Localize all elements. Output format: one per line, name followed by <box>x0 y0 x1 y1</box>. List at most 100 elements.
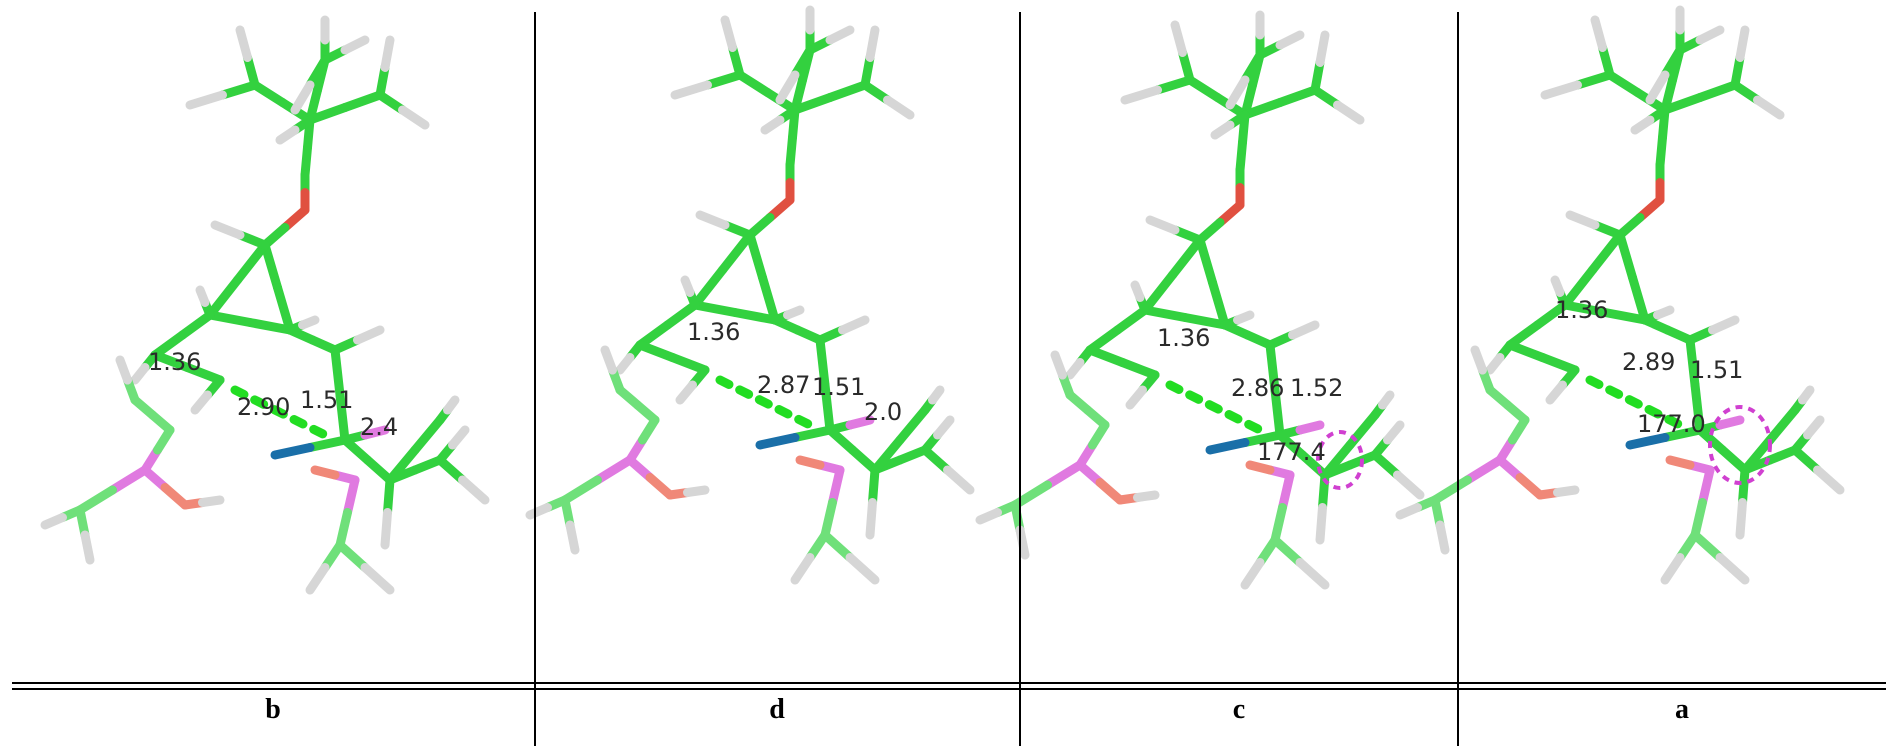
bond-stick <box>820 380 835 435</box>
bond-stick <box>1210 120 1235 140</box>
bond-stick <box>150 330 187 360</box>
bond-stick <box>218 80 260 100</box>
bond-stick <box>1655 133 1667 170</box>
bond-stick <box>1270 385 1285 440</box>
bond-stick <box>730 308 780 325</box>
bond-stick <box>1735 25 1750 62</box>
bond-stick <box>335 540 370 572</box>
bond-stick <box>245 318 295 335</box>
bond-stick <box>448 425 470 450</box>
molecule-panel-d <box>525 5 975 585</box>
bond-stick <box>115 355 132 385</box>
bond-stick <box>1435 520 1450 555</box>
bond-stick <box>1133 490 1160 502</box>
bond-stick <box>1665 455 1695 470</box>
bond-stick <box>635 320 672 350</box>
bond-stick <box>695 210 730 230</box>
bond-stick <box>1695 80 1740 102</box>
bond-stick <box>198 495 225 507</box>
bond-stick <box>1803 415 1825 440</box>
bond-stick <box>1043 460 1085 490</box>
bond-stick <box>1695 25 1725 45</box>
bond-stick <box>1140 305 1190 322</box>
bond-stick <box>1600 308 1650 325</box>
bond-stick <box>1753 95 1785 120</box>
bond-stick <box>1628 273 1650 325</box>
bond-stick <box>680 275 695 297</box>
bond-stick <box>865 498 877 540</box>
bond-stick <box>593 455 635 485</box>
bond-stick <box>1718 445 1750 475</box>
bond-stick <box>210 220 245 240</box>
bond-stick <box>600 345 617 375</box>
bond-stick <box>720 15 737 52</box>
bond-stick <box>190 390 212 415</box>
bond-stick <box>75 485 117 515</box>
bond-stick <box>150 350 192 372</box>
bond-stick <box>1295 420 1325 435</box>
bond-stick <box>1130 280 1145 302</box>
bond-stick <box>1690 530 1725 562</box>
bond-stick <box>1463 455 1505 485</box>
bond-stick <box>1370 450 1402 480</box>
bond-stick <box>928 385 945 405</box>
bond-stick <box>1660 45 1685 80</box>
molecule-panel-a <box>1395 5 1845 585</box>
bond-stick <box>1645 70 1670 105</box>
molecule-panel-c <box>975 10 1425 590</box>
bond-stick <box>1315 30 1330 67</box>
bond-stick <box>845 415 875 430</box>
bond-stick <box>1765 405 1800 445</box>
bond-stick <box>670 80 712 100</box>
distance-label: 2.0 <box>864 398 902 426</box>
bond-stick <box>820 530 855 562</box>
bond-stick <box>1790 445 1822 475</box>
bond-stick <box>825 25 855 45</box>
bond-stick <box>1140 270 1177 315</box>
bond-stick <box>825 80 870 102</box>
bond-stick <box>663 300 700 330</box>
bond-stick <box>335 508 352 550</box>
bond-stick <box>565 520 580 555</box>
bond-stick <box>343 475 360 517</box>
bond-stick <box>1085 345 1127 367</box>
bond-stick <box>820 498 837 540</box>
bond-stick <box>1310 58 1325 95</box>
bond-stick <box>300 143 312 180</box>
bond-stick <box>235 25 252 62</box>
bond-stick <box>305 103 350 125</box>
bond-stick <box>848 445 880 475</box>
bond-stick <box>1660 425 1705 442</box>
bond-stick <box>383 475 395 517</box>
bond-stick <box>360 425 390 440</box>
bond-stick <box>1588 230 1625 275</box>
bond-stick <box>270 443 315 460</box>
bond-stick <box>1605 70 1642 97</box>
bond-stick <box>1240 430 1285 447</box>
bond-stick <box>435 455 467 485</box>
bond-stick <box>1395 503 1422 520</box>
bond-stick <box>260 240 282 292</box>
bond-stick <box>1590 15 1607 52</box>
bond-stick <box>1275 85 1320 107</box>
bond-stick <box>80 530 95 565</box>
distance-label: 1.36 <box>1157 324 1210 352</box>
angle-arc <box>1708 405 1772 485</box>
interaction-dash <box>1165 380 1265 435</box>
bond-stick <box>1630 115 1655 135</box>
bond-stick <box>675 380 697 405</box>
bond-stick <box>1813 465 1845 495</box>
bond-stick <box>380 508 392 550</box>
angle-arc <box>1316 430 1364 490</box>
interaction-dash <box>715 375 815 430</box>
bond-stick <box>1240 98 1285 120</box>
bond-stick <box>1738 465 1750 507</box>
bond-stick <box>1195 235 1217 287</box>
bond-stick <box>1208 278 1230 330</box>
bond-stick <box>1660 93 1705 115</box>
bond-stick <box>1235 138 1247 175</box>
bond-stick <box>690 300 740 317</box>
bond-stick <box>845 553 880 585</box>
